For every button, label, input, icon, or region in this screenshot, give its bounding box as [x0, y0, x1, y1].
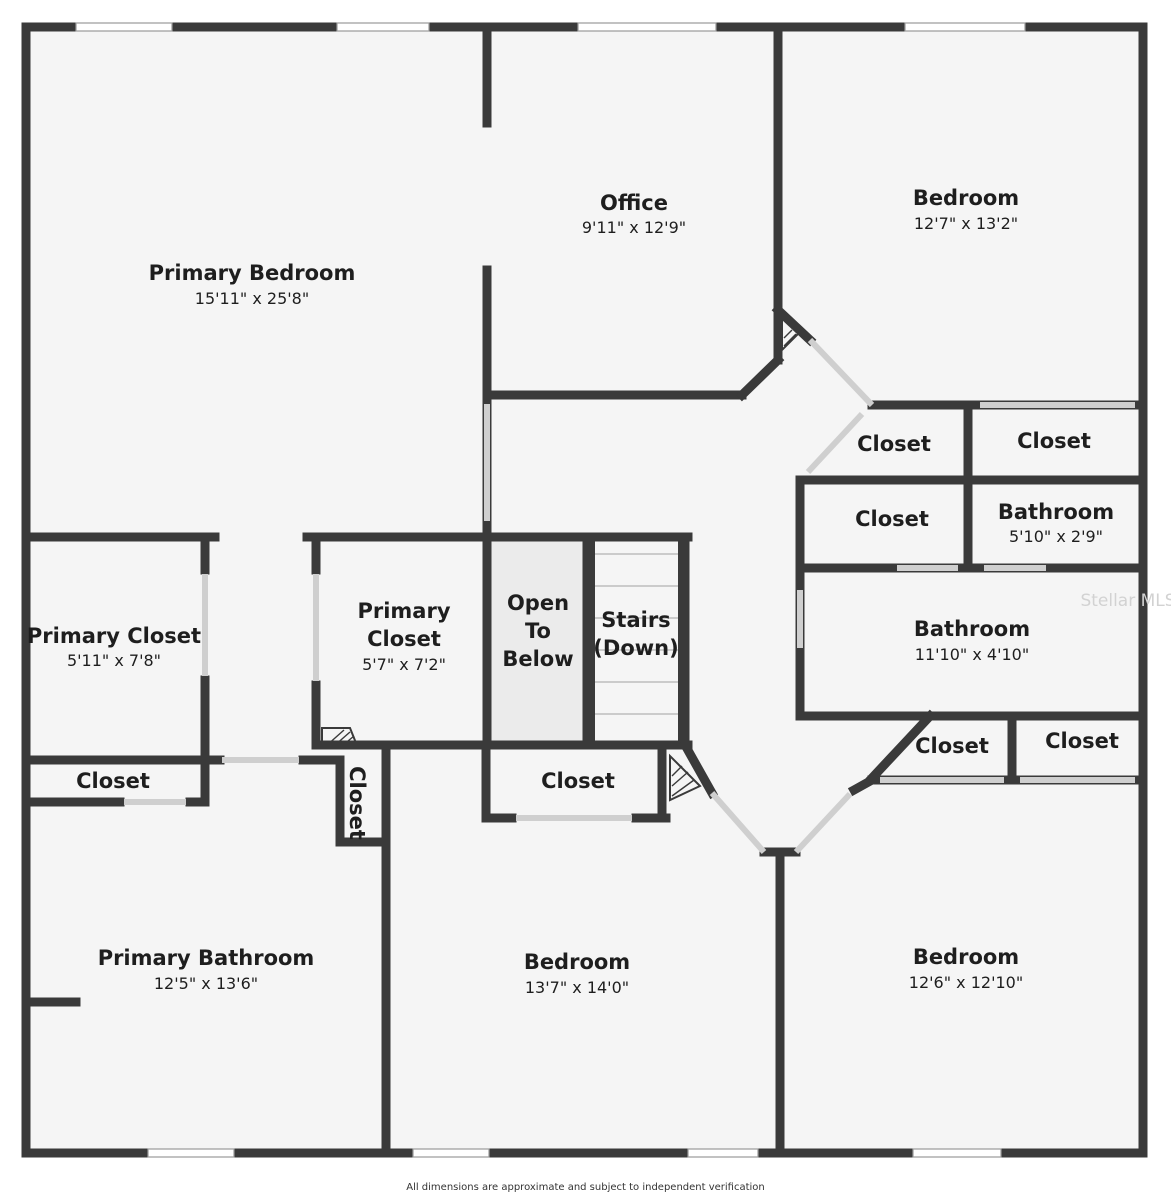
window: [687, 1148, 759, 1158]
room-name: Bedroom: [913, 186, 1019, 210]
label-line: Primary: [357, 599, 450, 623]
room-name: Bathroom: [998, 500, 1114, 524]
room-dims: 12'7" x 13'2": [914, 214, 1018, 233]
label-line: (Down): [593, 636, 678, 660]
open-to-below-fill: [487, 537, 585, 744]
window: [577, 22, 717, 32]
label-line: To: [525, 619, 551, 643]
room-dims: 5'7" x 7'2": [362, 655, 446, 674]
door-openings: [124, 337, 1135, 855]
watermark: Stellar MLS: [1080, 591, 1171, 611]
room-dims: 15'11" x 25'8": [195, 289, 309, 308]
label-line: Stairs: [601, 608, 670, 632]
label-line: Closet: [367, 627, 441, 651]
room-dims: 12'5" x 13'6": [154, 974, 258, 993]
room-closet-c: Closet: [855, 507, 929, 531]
room-closet-b: Closet: [1017, 429, 1091, 453]
room-dims: 12'6" x 12'10": [909, 973, 1023, 992]
disclaimer: All dimensions are approximate and subje…: [406, 1182, 765, 1193]
room-dims: 5'11" x 7'8": [67, 651, 161, 670]
room-stairs: Stairs (Down): [593, 608, 678, 660]
room-closet-sw: Closet: [76, 769, 150, 793]
room-primary-bathroom: Primary Bathroom 12'5" x 13'6": [98, 946, 315, 993]
window: [147, 1148, 235, 1158]
room-primary-bedroom: Primary Bedroom 15'11" x 25'8": [149, 261, 356, 308]
room-name: Primary Closet: [27, 624, 201, 648]
window: [75, 22, 173, 32]
room-primary-closet-w: Primary Closet 5'11" x 7'8": [27, 624, 201, 670]
label-line: Below: [502, 647, 573, 671]
room-closet-se1: Closet: [915, 734, 989, 758]
room-dims: 9'11" x 12'9": [582, 218, 686, 237]
room-closet-vertical: Closet: [345, 766, 369, 840]
room-office: Office 9'11" x 12'9": [582, 191, 686, 237]
window: [912, 1148, 1002, 1158]
stairs-rails: [591, 541, 682, 741]
window: [336, 22, 430, 32]
room-name: Bedroom: [524, 950, 630, 974]
window: [412, 1148, 490, 1158]
room-closet-a: Closet: [857, 432, 931, 456]
room-name: Primary Bathroom: [98, 946, 315, 970]
room-bedroom-s: Bedroom 13'7" x 14'0": [524, 950, 630, 997]
room-closet-se2: Closet: [1045, 729, 1119, 753]
room-labels: Primary Bedroom 15'11" x 25'8" Office 9'…: [27, 186, 1119, 997]
room-bathroom-small: Bathroom 5'10" x 2'9": [998, 500, 1114, 546]
room-bedroom-se: Bedroom 12'6" x 12'10": [909, 945, 1023, 992]
room-bedroom-ne: Bedroom 12'7" x 13'2": [913, 186, 1019, 233]
room-bathroom-hall: Bathroom 11'10" x 4'10": [914, 617, 1030, 664]
room-name: Bathroom: [914, 617, 1030, 641]
room-dims: 11'10" x 4'10": [915, 645, 1029, 664]
room-name: Office: [600, 191, 668, 215]
stair-treads: [595, 553, 678, 715]
room-name: Primary Bedroom: [149, 261, 356, 285]
room-dims: 13'7" x 14'0": [525, 978, 629, 997]
room-closet-mid: Closet: [541, 769, 615, 793]
window: [904, 22, 1026, 32]
room-name: Bedroom: [913, 945, 1019, 969]
room-dims: 5'10" x 2'9": [1009, 527, 1103, 546]
label-line: Open: [507, 591, 569, 615]
windows: [75, 22, 1026, 1158]
